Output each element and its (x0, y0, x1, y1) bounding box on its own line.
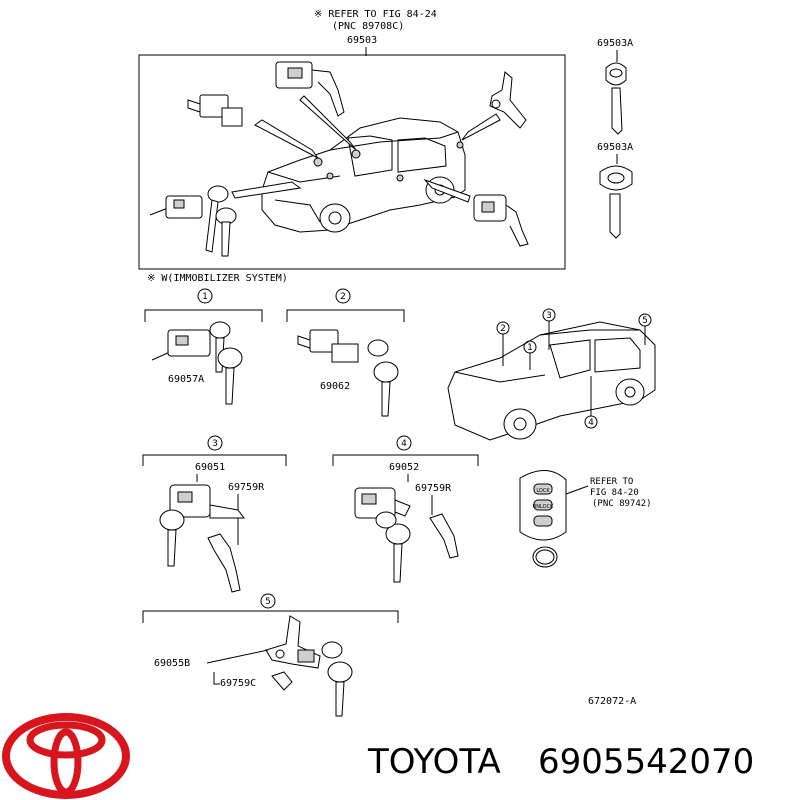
remote-transmitter: LOCK UNLOCK (519, 470, 567, 568)
door-lock-assembly-group3 (159, 484, 245, 593)
part-label-69503: 69503 (347, 35, 377, 46)
remote-note-line1: REFER TO (590, 477, 633, 487)
group1-number: 1 (202, 292, 208, 302)
door-lock-cylinder-top (275, 61, 345, 117)
refer-note-line2: (PNC 89708C) (332, 21, 404, 32)
group4-badge (396, 435, 412, 451)
key1-label: 69503A (597, 38, 633, 49)
group2-bracket (286, 309, 405, 322)
leader-69759C (213, 672, 220, 685)
part-number: 6905542070 (538, 742, 754, 782)
rear-door-lock-top (473, 194, 529, 247)
group5-badge (260, 593, 276, 609)
part-label-69055B: 69055B (154, 658, 190, 669)
remote-leader (565, 485, 589, 495)
key-icon-2 (599, 165, 633, 239)
group4-number: 4 (401, 439, 407, 449)
hatch-lock-assembly-group5 (265, 615, 353, 717)
svg-text:1: 1 (527, 343, 533, 353)
part-label-69759C: 69759C (220, 678, 256, 689)
group5-bracket (142, 610, 399, 623)
part-label-69051: 69051 (195, 462, 225, 473)
svg-text:5: 5 (642, 316, 648, 326)
group3-number: 3 (212, 439, 218, 449)
ignition-cylinder-group1 (151, 321, 243, 405)
group4-bracket (332, 454, 479, 466)
callout-arrows-top (231, 95, 501, 203)
ignition-cylinder-top (149, 185, 237, 257)
figure-id: 672072-A (588, 696, 636, 707)
key-icon-1 (605, 62, 627, 135)
svg-text:4: 4 (588, 418, 594, 428)
remote-lock-button: LOCK (536, 488, 550, 494)
part-label-69759R-a: 69759R (228, 482, 265, 493)
group2-badge (335, 288, 351, 304)
remote-note-line3: (PNC 89742) (592, 499, 652, 509)
part-label-69759R-b: 69759R (415, 483, 452, 494)
vehicle-top-illustration (261, 117, 466, 233)
svg-text:2: 2 (500, 324, 506, 334)
part-label-69062: 69062 (320, 381, 350, 392)
door-lock-assembly-group4 (354, 487, 459, 583)
part-label-69052: 69052 (389, 462, 419, 473)
group3-badge (207, 435, 223, 451)
group1-bracket (144, 309, 263, 322)
toyota-logo-icon (2, 713, 130, 799)
glovebox-lock-top (187, 94, 243, 127)
hatch-lock-top (489, 71, 527, 129)
brand-name: TOYOTA (367, 742, 501, 782)
remote-unlock-button: UNLOCK (533, 504, 554, 510)
immobilizer-footnote: ※ W(IMMOBILIZER SYSTEM) (147, 273, 288, 284)
key2-label: 69503A (597, 142, 633, 153)
svg-text:3: 3 (546, 311, 552, 321)
part-label-69057A: 69057A (168, 374, 204, 385)
group2-number: 2 (340, 292, 346, 302)
top-box (138, 54, 566, 270)
refer-note-line1: ※ REFER TO FIG 84-24 (314, 9, 437, 20)
group5-number: 5 (265, 597, 271, 607)
vehicle-callout-illustration (447, 321, 656, 441)
group1-badge (197, 288, 213, 304)
group3-bracket (142, 454, 287, 466)
vehicle-callouts: 2 1 3 5 4 (496, 308, 652, 429)
remote-note-line2: FIG 84-20 (590, 488, 639, 498)
leader-69055B (206, 649, 269, 664)
glovebox-lock-group2 (297, 329, 399, 417)
